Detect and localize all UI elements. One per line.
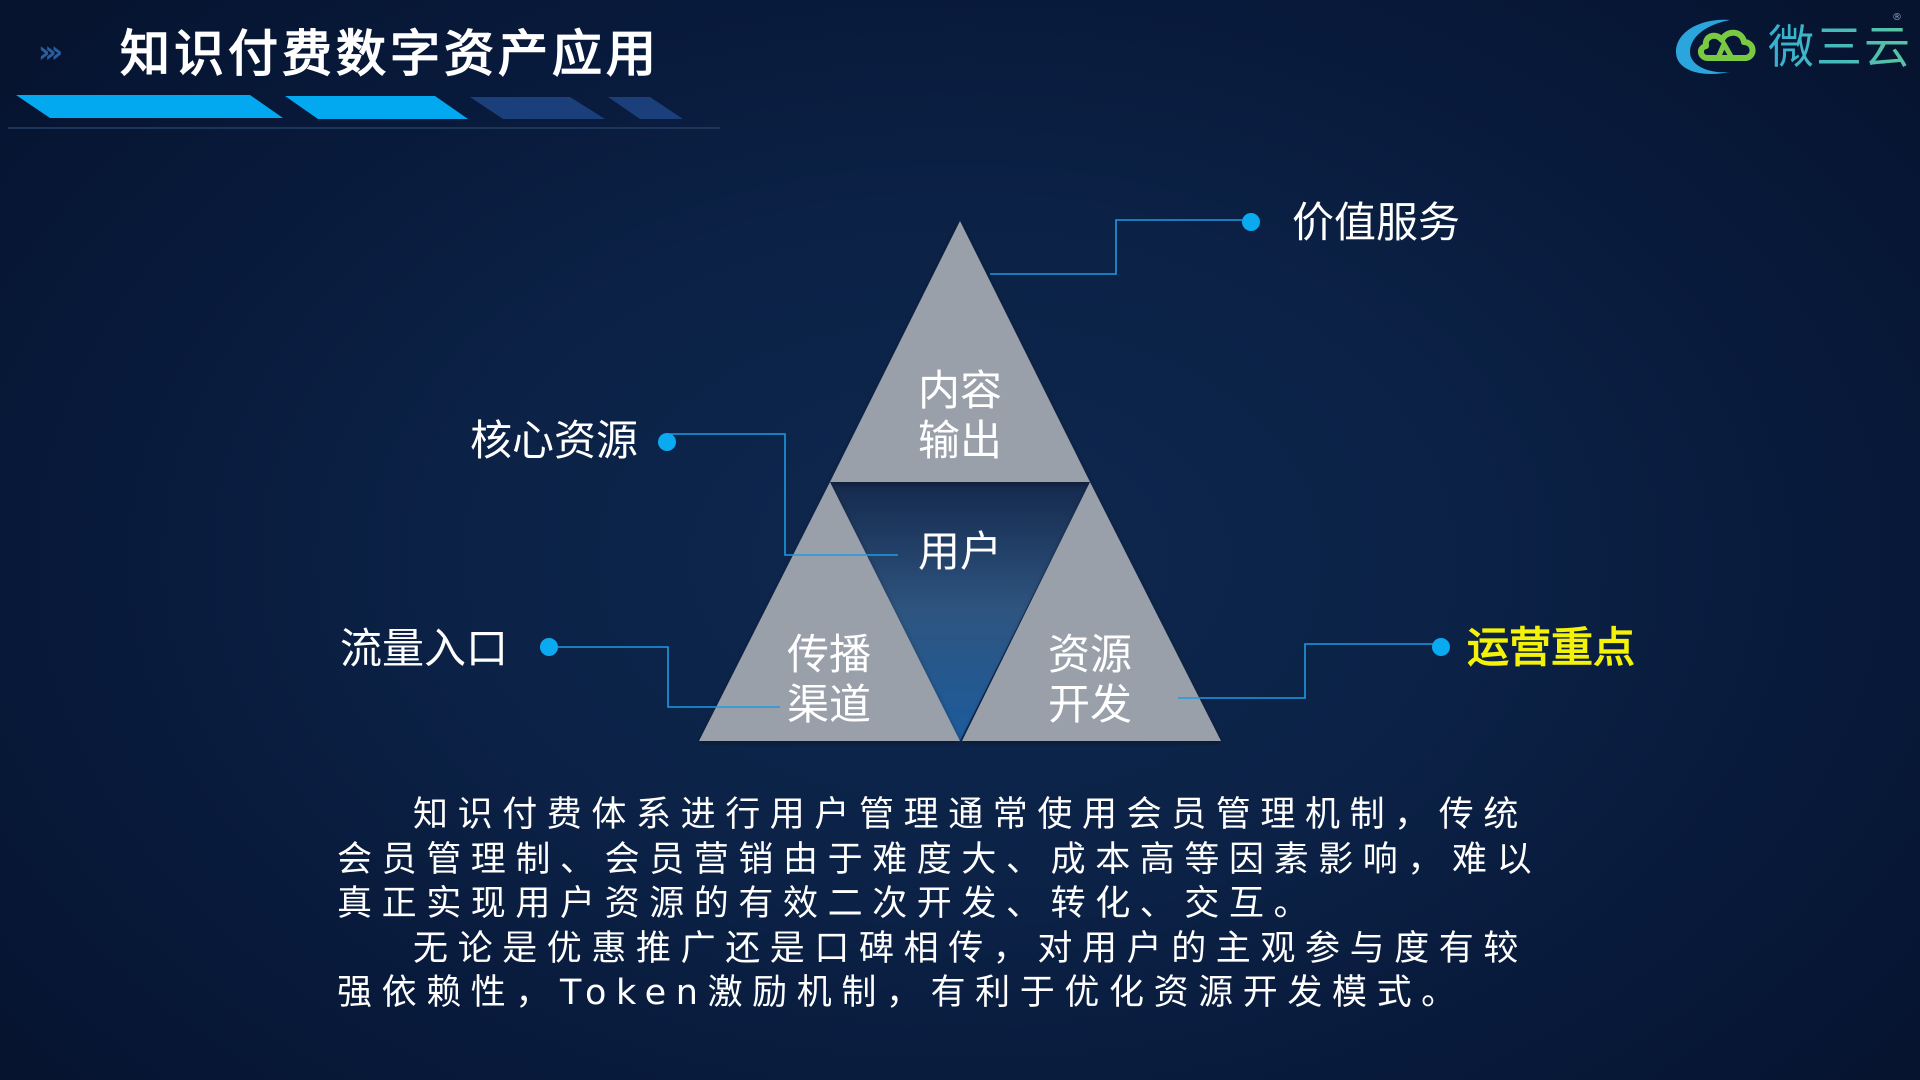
callout-operation-focus: 运营重点: [1467, 623, 1636, 672]
description-text: 知识付费体系进行用户管理通常使用会员管理机制，传统会员管理制、会员营销由于难度大…: [337, 793, 1567, 1016]
connector-operation-focus: [1178, 643, 1441, 699]
registered-mark: ®: [1892, 12, 1902, 23]
logo-cloud-icon: [1676, 19, 1756, 74]
center-triangle-user: [830, 482, 1090, 741]
page-title: 知识付费数字资产应用: [120, 25, 660, 83]
callout-value-service: 价值服务: [1292, 198, 1461, 247]
callout-dot-core-resource: [658, 433, 676, 451]
callout-traffic-entry: 流量入口: [340, 624, 509, 673]
description-paragraph-2: 无论是优惠推广还是口碑相传，对用户的主观参与度有较强依赖性，Token激励机制，…: [337, 928, 1529, 1014]
callout-core-resource: 核心资源: [470, 416, 639, 465]
bottom-right-triangle-line1: 资源: [1047, 630, 1132, 679]
title-bar-3: [470, 97, 605, 119]
bottom-left-triangle-line1: 传播: [786, 630, 871, 679]
connector-value-service: [990, 219, 1251, 275]
callout-dot-value-service: [1242, 213, 1260, 231]
description-paragraph-1: 知识付费体系进行用户管理通常使用会员管理机制，传统会员管理制、会员营销由于难度大…: [337, 795, 1542, 925]
logo-text: 微三云: [1768, 20, 1912, 74]
top-triangle-content-output: [830, 221, 1090, 482]
bottom-left-triangle-label: 传播 渠道: [779, 630, 879, 730]
connector-traffic-entry: [549, 646, 780, 708]
connector-core-resource: [667, 433, 898, 556]
bottom-right-triangle-resource: [962, 482, 1221, 741]
title-bar-2: [285, 96, 468, 119]
bottom-right-triangle-line2: 开发: [1047, 680, 1132, 729]
bottom-left-triangle-line2: 渠道: [786, 680, 871, 729]
bottom-left-triangle-channels: [699, 482, 960, 741]
title-underline-bars: [8, 95, 720, 129]
callout-dot-operation-focus: [1432, 638, 1450, 656]
top-triangle-line1: 内容: [917, 366, 1002, 415]
bottom-right-triangle-label: 资源 开发: [1040, 630, 1140, 730]
title-bar-4: [608, 97, 683, 119]
title-bar-1: [16, 95, 283, 118]
top-triangle-line2: 输出: [917, 416, 1002, 465]
center-triangle-label: 用户: [917, 527, 1002, 576]
callout-dot-traffic-entry: [540, 638, 558, 656]
top-triangle-label: 内容 输出: [910, 366, 1010, 466]
